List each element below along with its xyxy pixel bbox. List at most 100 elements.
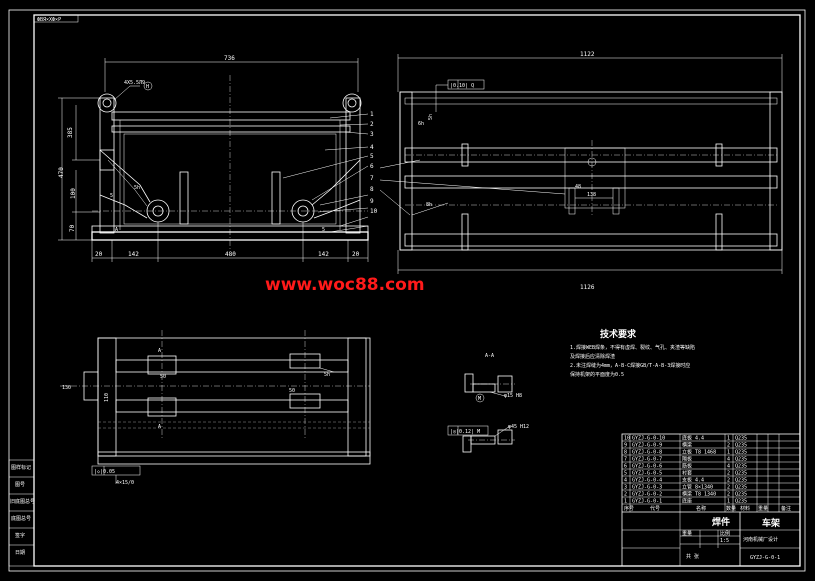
balloon-9: 9 [370, 198, 374, 205]
parts-row-code: GYZJ-G-0-9 [632, 443, 662, 449]
side-dim-top: 1122 [580, 51, 595, 58]
parts-row-code: GYZJ-G-0-7 [632, 457, 662, 463]
balloon-3: 3 [370, 131, 374, 138]
parts-row-name: 立板 T8 1468 [682, 449, 716, 456]
parts-row-no: 1 [624, 499, 627, 505]
strip-label-4: 底图总号 [11, 515, 31, 522]
tb-sheet-label: 共 张 [686, 553, 699, 560]
border-label: ФВЯ×ХФ×Р [37, 17, 61, 23]
front-side-label: 5h [134, 185, 140, 191]
dim-bottom-20b: 20 [352, 251, 360, 258]
parts-row-no: 6 [624, 464, 627, 470]
plan-view: 130 110 50 50 5h A A |◇|0.05 4×15/0 [60, 330, 371, 486]
tb-weight-label: 重量 [682, 530, 692, 537]
balloon-8: 8 [370, 186, 374, 193]
section-aa-note1: φ15 H8 [504, 393, 522, 399]
front-section-mark: A [115, 227, 118, 233]
tech-req-line-3: 2.未注焊缝为4mm，A-B-C焊接GB/T-A-B-3焊接时应 [570, 362, 690, 369]
parts-row-qty: 4 [727, 464, 730, 470]
dim-bottom-20a: 20 [95, 251, 103, 258]
parts-row-no: 9 [624, 443, 627, 449]
parts-row-mat: Q235 [735, 457, 747, 463]
left-binding-strip: 图样标记 图号 旧底图总号 底图总号 签字 日期 [8, 459, 35, 567]
dim-bottom-142a: 142 [128, 251, 139, 258]
tb-col-weight: 重量 [758, 505, 768, 512]
parts-row-no: 8 [624, 450, 627, 456]
plan-dim-130: 130 [62, 385, 71, 391]
balloon-10: 10 [370, 208, 378, 215]
strip-label-2: 图号 [15, 482, 25, 488]
parts-row-mat: Q235 [735, 450, 747, 456]
parts-row-mat: Q235 [735, 436, 747, 442]
balloon-7: 7 [370, 175, 374, 182]
front-weld-5: 5 [110, 193, 113, 199]
tech-req-line-2: 及焊接后应清除焊渣 [570, 353, 615, 360]
parts-row-name: 横梁 T8 1340 [682, 491, 716, 498]
parts-row-qty: 4 [727, 457, 730, 463]
section-aa-view: A-A M φ15 H8 |◎|0.12| M φ45 H12 [447, 353, 529, 453]
parts-row-name: 立管 8×1340 [682, 484, 713, 491]
side-note-6b: 6h [418, 121, 424, 127]
parts-row-qty: 2 [727, 485, 730, 491]
parts-row-mat: Q235 [735, 492, 747, 498]
tb-col-mat: 材料 [740, 505, 750, 512]
tb-col-remark: 备注 [781, 505, 791, 512]
tech-req-line-4: 保持机架的平面度为0.5 [570, 371, 624, 378]
balloon-4: 4 [370, 144, 374, 151]
dim-bottom-142b: 142 [318, 251, 329, 258]
tb-col-name: 名称 [696, 505, 706, 512]
parts-row-name: 横梁 [682, 442, 692, 449]
parts-row-no: 3 [624, 485, 627, 491]
plan-section-a2: A [158, 424, 161, 430]
parts-row-qty: 1 [727, 436, 730, 442]
section-aa-title: A-A [485, 353, 494, 359]
side-flatness-box: |0.10| Q [450, 83, 474, 89]
dim-left-385: 385 [67, 127, 74, 138]
section-aa-tag: M [478, 396, 481, 402]
dim-left-470: 470 [58, 167, 65, 178]
strip-label-6: 日期 [15, 550, 25, 556]
parts-row-code: GYZJ-G-0-3 [632, 485, 662, 491]
tb-col-code: 代号 [650, 505, 660, 512]
technical-requirements: 技术要求 1.焊接WEB焊条，不得有虚焊、裂纹、气孔、夹渣等缺陷 及焊接后应清除… [570, 328, 695, 378]
watermark-text: www.woc88.com [265, 275, 425, 295]
plan-tol-box: |◇|0.05 [94, 469, 115, 475]
balloon-6: 6 [370, 163, 374, 170]
side-dim-138: 138 [587, 192, 596, 198]
parts-row-name: 隔板 [682, 456, 692, 463]
parts-row-name: 衬套 [682, 470, 692, 477]
tb-col-qty: 数量 [726, 505, 736, 512]
dim-overall-width: 736 [224, 55, 235, 62]
tb-drawing-no: GYZJ-G-0-1 [750, 555, 780, 561]
parts-row-no: 5 [624, 471, 627, 477]
side-dim-bottom: 1126 [580, 284, 595, 291]
plan-note-5h: 5h [324, 372, 330, 378]
front-hole-tag: H [146, 84, 149, 90]
tb-part-name: 焊件 [712, 516, 730, 528]
strip-label-5: 签字 [15, 532, 25, 539]
parts-row-qty: 1 [727, 499, 730, 505]
parts-row-code: GYZJ-G-0-10 [632, 436, 665, 442]
parts-row-code: GYZJ-G-0-2 [632, 492, 662, 498]
plan-tol-note: 4×15/0 [116, 480, 134, 486]
front-hole-note: 4Х5.5Л9 [124, 80, 145, 86]
parts-row-qty: 2 [727, 478, 730, 484]
plan-dim-110: 110 [104, 393, 110, 402]
parts-row-code: GYZJ-G-0-8 [632, 450, 662, 456]
parts-row-mat: Q235 [735, 499, 747, 505]
dim-left-70: 70 [69, 224, 76, 232]
parts-row-qty: 2 [727, 443, 730, 449]
parts-row-qty: 2 [727, 492, 730, 498]
dim-bottom-480: 480 [225, 251, 236, 258]
parts-row-qty: 1 [727, 450, 730, 456]
tb-scale: 1:5 [720, 538, 729, 544]
parts-row-qty: 2 [727, 471, 730, 477]
parts-row-mat: Q235 [735, 464, 747, 470]
strip-label-1: 图样标记 [11, 464, 31, 471]
parts-row-code: GYZJ-G-0-4 [632, 478, 662, 484]
plan-dim-50b: 50 [289, 388, 295, 394]
balloon-1: 1 [370, 111, 374, 118]
parts-row-mat: Q235 [735, 471, 747, 477]
strip-label-3: 旧底图总号 [10, 498, 35, 505]
